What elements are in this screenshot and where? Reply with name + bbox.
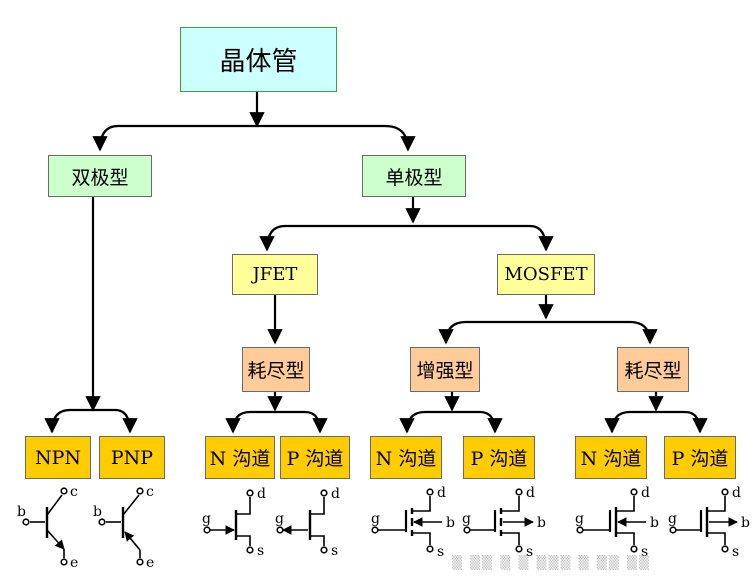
npn-b-label: b: [17, 504, 26, 520]
npn-symbol: [22, 487, 68, 566]
enh-n-g-label: g: [371, 511, 380, 527]
jfet-n-g-label: g: [202, 511, 211, 527]
pnp-e-label: e: [146, 555, 154, 571]
jfet-depletion-node: 耗尽型: [242, 347, 310, 392]
npn-c-label: c: [70, 484, 78, 500]
enh-p-b-label: b: [537, 515, 546, 531]
unipolar-node: 单极型: [362, 155, 466, 197]
jfet-node: JFET: [232, 254, 318, 295]
dep-n-channel-node: N 沟道: [575, 436, 647, 479]
dep-p-b-label: b: [741, 515, 750, 531]
enh-n-b-label: b: [446, 515, 455, 531]
jfet-p-g-label: g: [275, 511, 284, 527]
jfet-p-channel-node: P 沟道: [280, 436, 350, 479]
watermark: ▒ ▒▒ ▒ ▒ ▒▒▒ ▒ ▒▒ ▒▒: [452, 556, 651, 571]
jfet-n-channel-node: N 沟道: [205, 436, 275, 479]
pnp-node: PNP: [99, 436, 165, 479]
enh-p-g-label: g: [462, 511, 471, 527]
bipolar-node: 双极型: [48, 155, 152, 197]
jfet-p-s-label: s: [331, 543, 338, 559]
enh-p-s-label: s: [526, 544, 533, 560]
jfet-n-d-label: d: [257, 486, 266, 502]
pnp-c-label: c: [146, 484, 154, 500]
jfet-p-symbol: [276, 489, 328, 554]
enh-p-d-label: d: [526, 485, 535, 501]
dep-p-d-label: d: [732, 485, 741, 501]
enh-n-mos-symbol: [371, 488, 442, 553]
dep-n-mos-symbol: [576, 488, 646, 553]
enh-n-channel-node: N 沟道: [370, 436, 442, 479]
enh-n-d-label: d: [437, 485, 446, 501]
enh-p-mos-symbol: [463, 488, 534, 553]
dep-p-g-label: g: [668, 511, 677, 527]
dep-n-b-label: b: [650, 515, 659, 531]
npn-node: NPN: [25, 436, 91, 479]
npn-e-label: e: [70, 555, 78, 571]
dep-p-mos-symbol: [669, 488, 738, 553]
dep-n-d-label: d: [641, 485, 650, 501]
root-node: 晶体管: [180, 27, 337, 92]
dep-p-channel-node: P 沟道: [664, 436, 736, 479]
jfet-n-s-label: s: [257, 543, 264, 559]
pnp-symbol: [98, 487, 144, 566]
dep-p-s-label: s: [732, 544, 739, 560]
enh-p-channel-node: P 沟道: [463, 436, 535, 479]
jfet-p-d-label: d: [331, 486, 340, 502]
mos-depletion-node: 耗尽型: [617, 347, 689, 392]
jfet-n-symbol: [203, 489, 254, 554]
dep-n-g-label: g: [575, 511, 584, 527]
mos-enhancement-node: 增强型: [410, 347, 480, 392]
terminal-labels: c b e c b e d g s d g s d g b s d g b s …: [17, 484, 750, 571]
pnp-b-label: b: [93, 504, 102, 520]
tree-connectors: [44, 91, 708, 434]
mosfet-node: MOSFET: [497, 254, 595, 295]
enh-n-s-label: s: [437, 544, 444, 560]
dep-n-s-label: s: [641, 544, 648, 560]
